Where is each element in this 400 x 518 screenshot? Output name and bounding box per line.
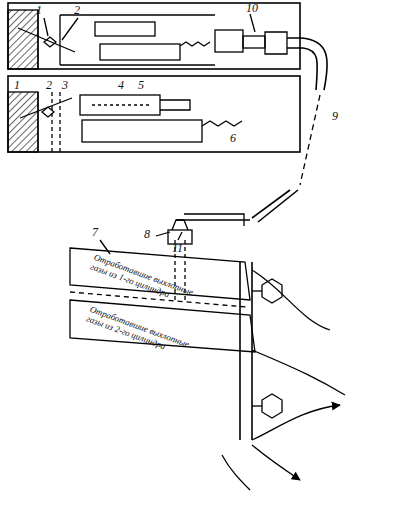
callout-number: 3 — [62, 79, 68, 91]
callout-number: 4 — [118, 79, 124, 91]
callout-number: 1 — [14, 79, 20, 91]
callout-number: 10 — [246, 2, 258, 14]
top-inset — [8, 3, 303, 69]
callout-number: 8 — [144, 228, 150, 240]
flow-note: Отработавшие выхлопные газы из 1-го цили… — [89, 252, 201, 310]
callout-number: 2 — [74, 4, 80, 16]
callout-number: 1 — [36, 4, 42, 16]
callout-number: 7 — [92, 226, 98, 238]
callout-number: 5 — [138, 79, 144, 91]
callout-number: 2 — [46, 79, 52, 91]
flow-note: Отработавшие выхлопные газы из 2-го цили… — [85, 304, 197, 362]
callout-number: 11 — [172, 242, 183, 254]
exhaust-flange — [70, 214, 345, 490]
second-inset — [8, 76, 300, 152]
callout-number: 6 — [230, 132, 236, 144]
callout-number: 9 — [332, 110, 338, 122]
